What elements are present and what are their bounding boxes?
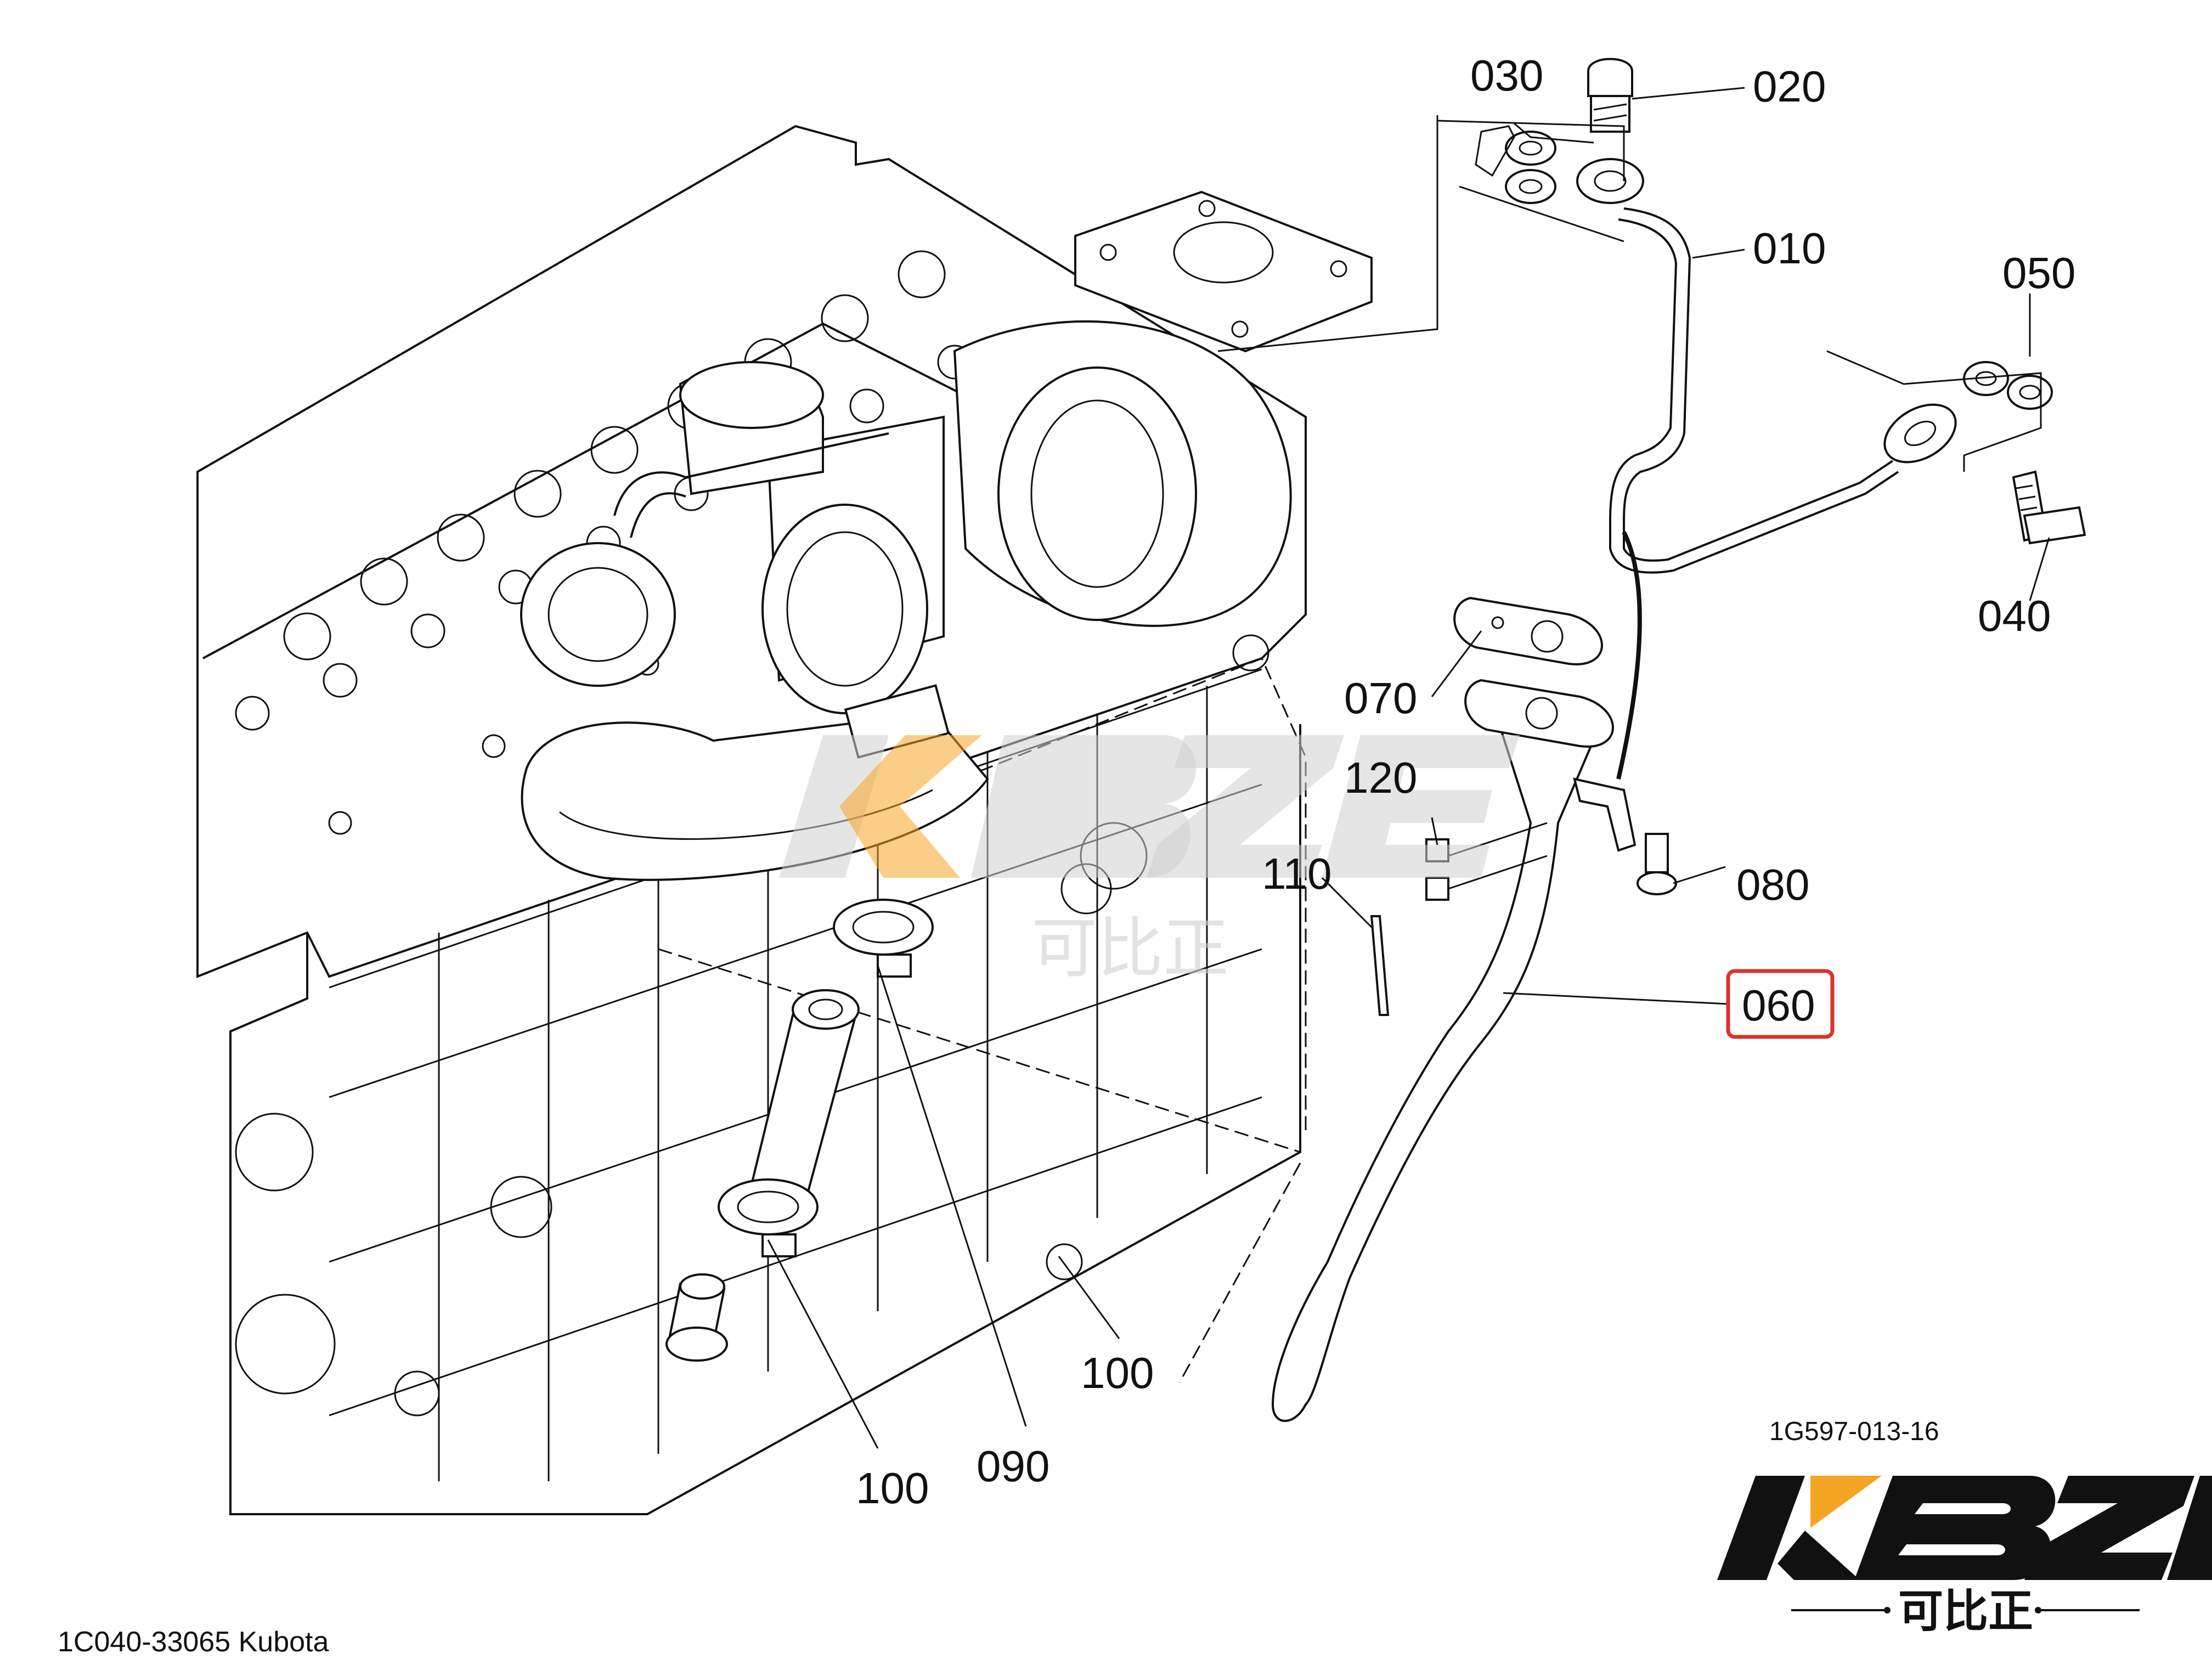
watermark-chinese: 可比正	[1031, 912, 1229, 985]
brand-logo: 可比正	[1717, 1476, 2212, 1637]
callouts: 030 020 010 050 040 070 120 110 080 060 …	[856, 51, 2075, 1513]
turbocharger-illustration	[520, 190, 1373, 881]
callout-010: 010	[1753, 224, 1826, 273]
part-caption: 1C040-33065 Kubota	[58, 1626, 329, 1658]
oil-return-pipe	[1271, 531, 1677, 1422]
highlight-box-060	[1726, 969, 1835, 1039]
brand-chinese-text: 可比正	[1898, 1587, 2033, 1637]
callout-090: 090	[977, 1442, 1049, 1491]
callout-100-right: 100	[1081, 1348, 1154, 1397]
engine-block-illustration	[196, 125, 1307, 1515]
callout-050: 050	[2002, 249, 2075, 297]
callout-100-left: 100	[856, 1464, 929, 1513]
callout-060: 060	[1742, 981, 1815, 1030]
watermark: 可比正	[779, 735, 1520, 985]
callout-040: 040	[1978, 591, 2051, 640]
callout-020: 020	[1753, 62, 1826, 111]
leader-lines	[767, 87, 2050, 1449]
callout-120: 120	[1344, 753, 1417, 802]
hose-and-clamps	[665, 899, 934, 1362]
callout-070: 070	[1344, 674, 1417, 723]
oil-feed-pipe	[1217, 58, 2086, 574]
callout-030: 030	[1470, 51, 1543, 100]
callout-110: 110	[1262, 849, 1332, 898]
callout-080: 080	[1736, 860, 1809, 909]
diagram-code: 1G597-013-16	[1769, 1417, 1939, 1446]
